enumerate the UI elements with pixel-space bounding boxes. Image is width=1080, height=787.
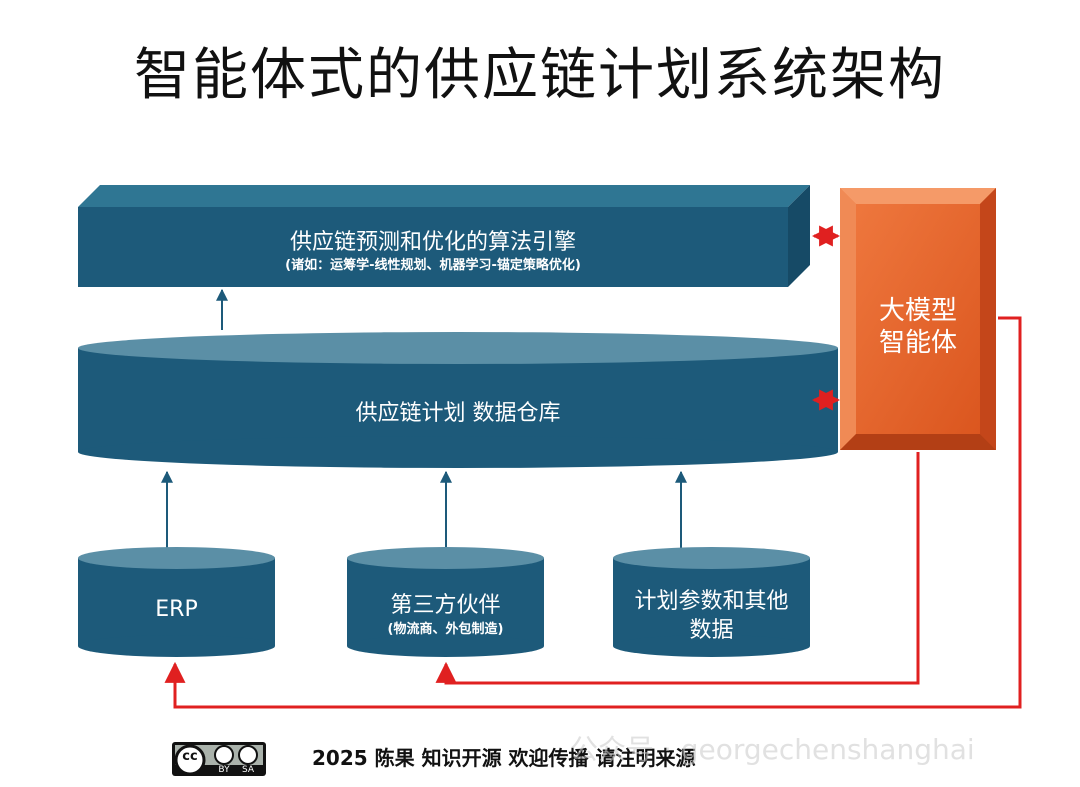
params-label: 计划参数和其他 [634, 589, 789, 614]
engine-title: 供应链预测和优化的算法引擎 [289, 230, 576, 255]
cc-text: cc [182, 749, 198, 764]
engine-subtitle: (诸如：运筹学-线性规划、机器学习-锚定策略优化) [285, 258, 581, 273]
algorithm-engine-box [78, 185, 810, 287]
footer-copyright: 2025 陈果 知识开源 欢迎传播 请注明来源 [312, 746, 696, 770]
partner-label: 第三方伙伴 [390, 593, 501, 618]
params-cylinder [613, 547, 810, 657]
agent-label-line2: 智能体 [878, 328, 957, 358]
partner-cylinder [347, 547, 544, 657]
arrow-agent-to-erp [164, 316, 1022, 709]
cc-license-badge [172, 742, 266, 776]
llm-agent-box [840, 188, 996, 450]
erp-cylinder [78, 547, 275, 657]
params-sublabel: 数据 [689, 618, 734, 643]
watermark: 公众号 · georgechenshanghai [570, 733, 975, 766]
partner-sublabel: (物流商、外包制造) [387, 622, 504, 637]
cc-sa-text: SA [241, 765, 255, 775]
arrow-agent-to-partner [435, 452, 920, 685]
cc-by-text: BY [218, 765, 230, 775]
agent-label-line1: 大模型 [878, 296, 957, 326]
data-warehouse-cylinder [78, 332, 838, 468]
erp-label: ERP [155, 597, 198, 622]
page-title: 智能体式的供应链计划系统架构 [134, 43, 946, 108]
warehouse-label: 供应链计划 数据仓库 [355, 401, 561, 426]
